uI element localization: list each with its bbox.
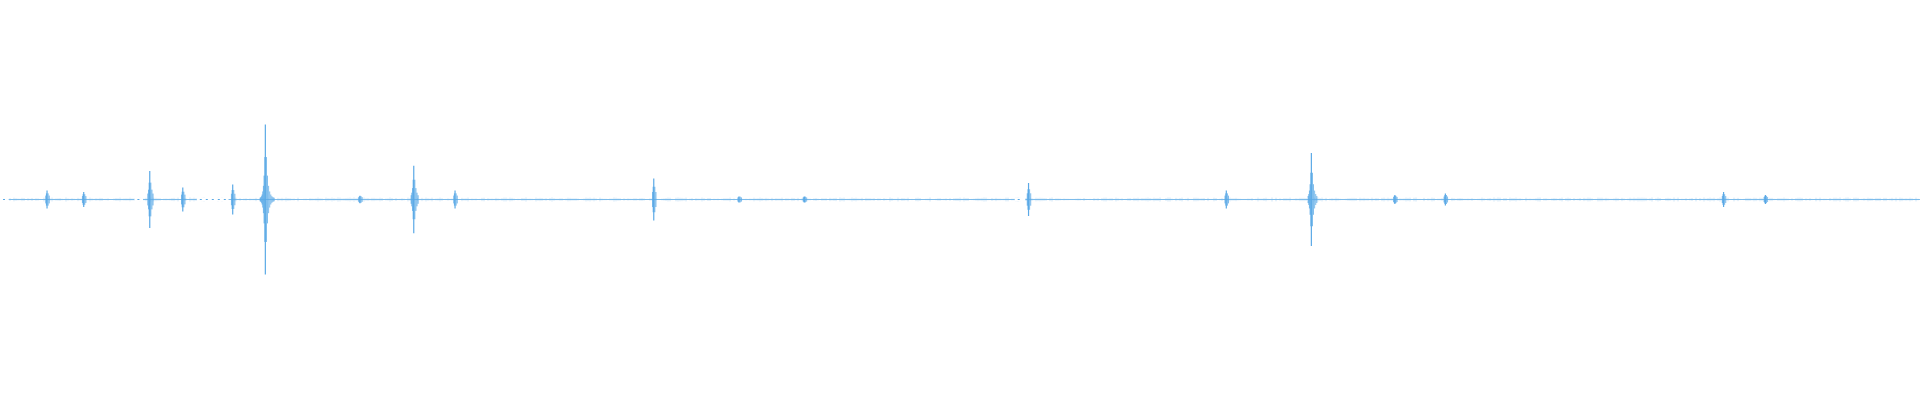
waveform-peaks xyxy=(0,124,1919,275)
waveform-peak xyxy=(181,187,186,212)
waveform-peak xyxy=(410,165,419,234)
waveform-peak xyxy=(1307,153,1318,246)
waveform-gap xyxy=(1014,198,1026,201)
waveform-peak xyxy=(230,184,236,215)
waveform-gap-dot xyxy=(1017,199,1020,200)
waveform-peak xyxy=(358,195,363,204)
waveform-peak xyxy=(1393,195,1398,204)
waveform-gap-dot xyxy=(137,199,140,200)
waveform-peak xyxy=(1721,192,1727,207)
waveform-peak xyxy=(1224,190,1229,209)
waveform-gap-dot xyxy=(199,199,202,200)
waveform-peak xyxy=(45,190,50,209)
waveform-gap-dot xyxy=(211,199,214,200)
waveform-gap-dot xyxy=(3,199,5,200)
waveform-peak xyxy=(802,196,808,203)
waveform-peak xyxy=(1763,195,1769,204)
waveform-gap-dot xyxy=(217,199,220,200)
waveform-peak xyxy=(81,192,87,207)
waveform-peak xyxy=(737,196,742,203)
waveform-peak xyxy=(147,171,154,228)
waveform-gap-dot xyxy=(223,199,226,200)
waveform-peak xyxy=(259,124,275,275)
waveform-peak xyxy=(1026,183,1032,216)
waveform-gap-dot xyxy=(205,199,208,200)
waveform-peak xyxy=(453,190,458,209)
waveform-peak xyxy=(1443,193,1449,206)
waveform-peak xyxy=(651,178,657,221)
